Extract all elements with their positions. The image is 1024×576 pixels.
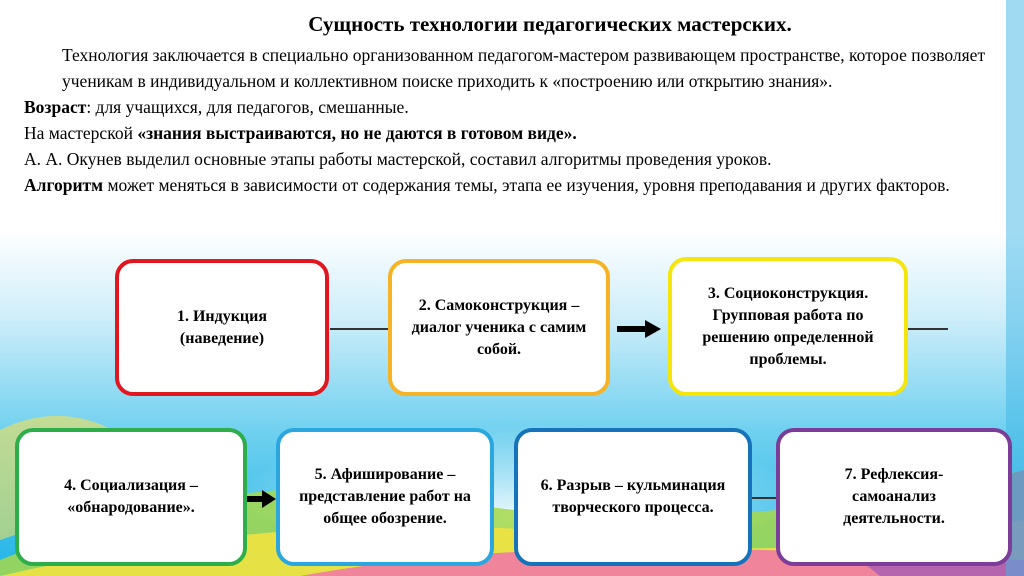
connector-line-3-right xyxy=(908,328,948,330)
connector-line-6-7 xyxy=(752,497,776,499)
okunev-line: А. А. Окунев выделил основные этапы рабо… xyxy=(24,149,772,169)
workshop-prefix: На мастерской xyxy=(24,123,138,143)
stage-label: 7. Рефлексия-самоанализ деятельности. xyxy=(843,466,945,527)
stage-box-4: 4. Социализация – «обнародование». xyxy=(15,428,247,566)
intro-paragraph: Технология заключается в специально орга… xyxy=(62,45,986,91)
stage-label: 6. Разрыв – кульминация творческого проц… xyxy=(540,477,726,516)
arrow-right-icon xyxy=(246,490,276,508)
age-label: Возраст xyxy=(24,97,87,117)
algorithm-line: Алгоритм может меняться в зависимости от… xyxy=(24,172,1014,198)
workshop-line: На мастерской «знания выстраиваются, но … xyxy=(24,120,1014,146)
stage-box-1: 1. Индукция (наведение) xyxy=(115,259,329,396)
body-text: Технология заключается в специально орга… xyxy=(24,42,1014,198)
stage-label: 3. Социоконструкция. Групповая работа по… xyxy=(702,284,874,368)
stage-label: 2. Самоконструкция – диалог ученика с са… xyxy=(411,296,587,358)
stage-box-7: 7. Рефлексия-самоанализ деятельности. xyxy=(776,428,1012,566)
stage-box-2: 2. Самоконструкция – диалог ученика с са… xyxy=(388,259,610,396)
stage-box-5: 5. Афиширование – представление работ на… xyxy=(276,428,494,566)
arrow-right-icon xyxy=(617,320,661,338)
algorithm-text: может меняться в зависимости от содержан… xyxy=(103,175,950,195)
stage-box-6: 6. Разрыв – кульминация творческого проц… xyxy=(514,428,752,566)
stage-label: 5. Афиширование – представление работ на… xyxy=(299,466,471,527)
page-title: Сущность технологии педагогических масте… xyxy=(308,12,792,36)
workshop-quote: «знания выстраиваются, но не даются в го… xyxy=(137,123,577,143)
connector-line-1-2 xyxy=(330,328,388,330)
age-line: Возраст: для учащихся, для педагогов, см… xyxy=(24,94,1014,120)
age-text: : для учащихся, для педагогов, смешанные… xyxy=(86,97,409,117)
stage-label: 4. Социализация – «обнародование». xyxy=(64,477,198,516)
stage-box-3: 3. Социоконструкция. Групповая работа по… xyxy=(668,257,908,396)
stage-label: 1. Индукция (наведение) xyxy=(176,307,268,347)
algorithm-label: Алгоритм xyxy=(24,175,104,195)
